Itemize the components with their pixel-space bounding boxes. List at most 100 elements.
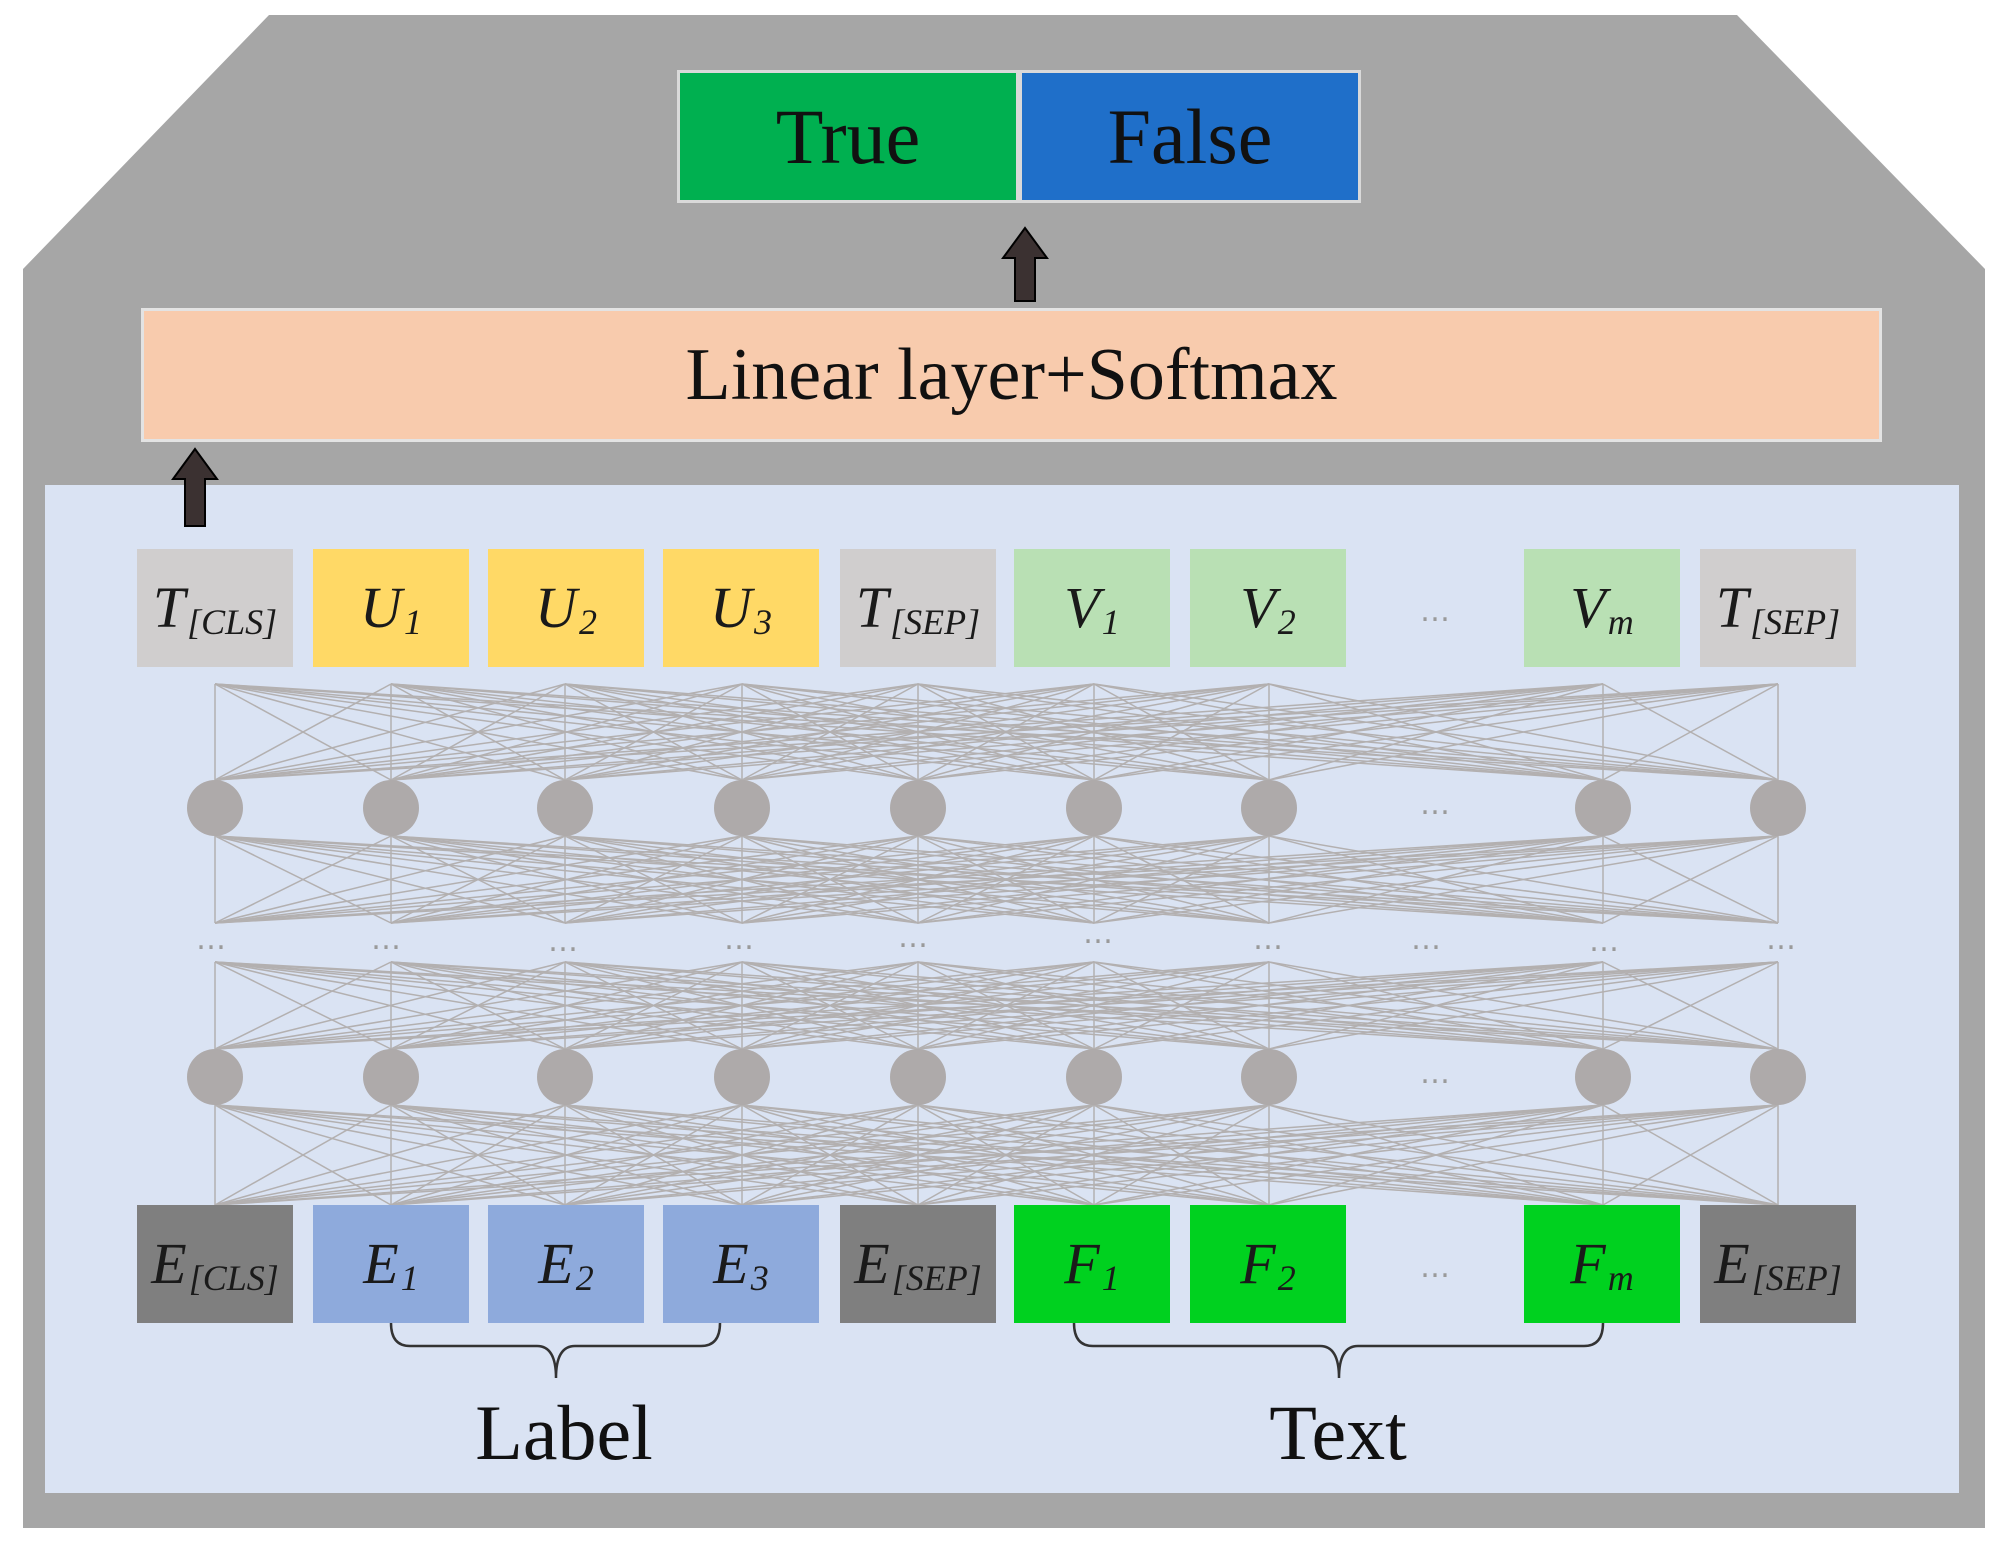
network-node xyxy=(890,780,946,836)
connection-line xyxy=(214,1104,392,1206)
embedding-e-cls: E[CLS] xyxy=(137,1205,293,1323)
network-node xyxy=(714,780,770,836)
connection-line xyxy=(214,683,919,781)
connection-line xyxy=(214,1104,1095,1206)
connection-line xyxy=(390,1104,1270,1206)
connection-line xyxy=(564,1104,1779,1206)
text-group-caption: Text xyxy=(1269,1389,1407,1476)
token-symbol: E xyxy=(538,1231,574,1296)
connection-line xyxy=(1602,961,1779,1050)
token-subscript: 2 xyxy=(575,1258,594,1298)
network-node xyxy=(1241,1049,1297,1105)
network-node xyxy=(1750,780,1806,836)
connection-line xyxy=(917,683,1779,781)
connection-line xyxy=(214,961,1779,1050)
network-node xyxy=(1575,1049,1631,1105)
connection-line xyxy=(214,1104,1779,1206)
output-token-t-cls: T[CLS] xyxy=(137,549,293,667)
token-subscript: 3 xyxy=(753,602,772,642)
up-arrow-icon xyxy=(171,447,219,527)
network-node xyxy=(187,1049,243,1105)
layer-ellipsis: … xyxy=(371,922,403,957)
network-node xyxy=(1241,780,1297,836)
embedding-e-sep-end: E[SEP] xyxy=(1700,1205,1856,1323)
connection-line xyxy=(214,1104,743,1206)
connection-line xyxy=(214,683,1604,781)
connection-line xyxy=(214,961,1270,1050)
label-group-caption: Label xyxy=(475,1389,653,1476)
connection-line xyxy=(390,961,1779,1050)
embedding-e-sep: E[SEP] xyxy=(840,1205,996,1323)
token-symbol: U xyxy=(535,575,577,640)
connection-line xyxy=(390,835,1779,924)
network-node xyxy=(187,780,243,836)
true-label: True xyxy=(775,92,921,180)
network-node xyxy=(714,1049,770,1105)
false-class-box: False xyxy=(1019,70,1361,203)
network-node xyxy=(363,780,419,836)
connection-line xyxy=(1268,683,1779,781)
token-symbol: T xyxy=(152,575,186,640)
layer-ellipsis: … xyxy=(724,922,756,957)
connection-line xyxy=(741,961,1779,1050)
token-subscript: [SEP] xyxy=(891,1258,982,1298)
connection-line xyxy=(1093,835,1779,924)
connection-line xyxy=(214,683,743,781)
connection-line xyxy=(214,835,1779,924)
connection-line xyxy=(1602,1104,1779,1206)
connection-line xyxy=(390,683,1779,781)
token-subscript: [SEP] xyxy=(1751,1258,1842,1298)
layer-ellipsis: … xyxy=(1411,922,1443,957)
network-node xyxy=(1750,1049,1806,1105)
up-arrow-icon xyxy=(1001,226,1049,302)
text-brace xyxy=(1072,1322,1605,1379)
token-symbol: E xyxy=(151,1231,187,1296)
connection-line xyxy=(1268,1104,1779,1206)
token-subscript: m xyxy=(1607,1258,1634,1298)
layer-ellipsis: … xyxy=(1589,924,1621,959)
connection-line xyxy=(1268,835,1779,924)
linear-softmax-layer: Linear layer+Softmax xyxy=(141,308,1882,442)
network-node xyxy=(537,1049,593,1105)
token-symbol: V xyxy=(1240,575,1276,640)
layer-ellipsis: … xyxy=(548,924,580,959)
token-symbol: E xyxy=(713,1231,749,1296)
connection-line xyxy=(917,1104,1779,1206)
token-symbol: E xyxy=(854,1231,890,1296)
connection-line xyxy=(214,835,566,924)
connection-lines xyxy=(214,683,1779,1206)
connection-line xyxy=(917,961,1779,1050)
connection-line xyxy=(214,683,1779,781)
network-node xyxy=(890,1049,946,1105)
token-subscript: 2 xyxy=(578,602,597,642)
ellipsis: … xyxy=(1420,1056,1452,1091)
token-symbol: F xyxy=(1570,1231,1606,1296)
network-node xyxy=(1066,1049,1122,1105)
connection-line xyxy=(214,683,1095,781)
ellipsis: … xyxy=(1420,1250,1452,1285)
layer-ellipsis: … xyxy=(1766,922,1798,957)
connection-line xyxy=(390,835,1270,924)
token-subscript: 1 xyxy=(403,602,422,642)
connection-line xyxy=(390,1104,1779,1206)
output-token-t-sep-end: T[SEP] xyxy=(1700,549,1856,667)
token-symbol: V xyxy=(1570,575,1606,640)
connection-line xyxy=(214,683,566,781)
connection-line xyxy=(214,961,1095,1050)
network-node xyxy=(1066,780,1122,836)
connection-line xyxy=(214,835,1095,924)
token-symbol: U xyxy=(710,575,752,640)
connection-line xyxy=(1093,683,1779,781)
token-subscript: m xyxy=(1607,602,1634,642)
network-node xyxy=(363,1049,419,1105)
